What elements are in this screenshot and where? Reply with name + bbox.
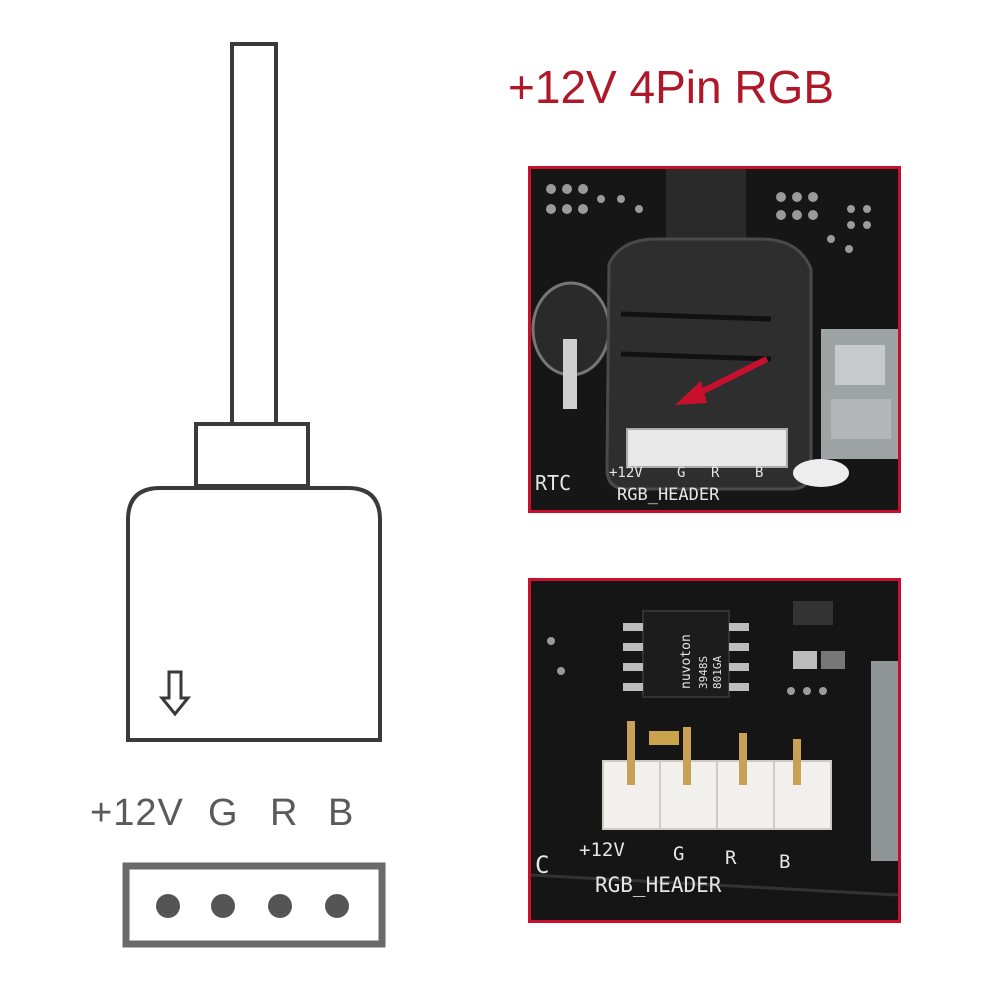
pin-label-b: B <box>328 792 355 834</box>
silk-pin-b: B <box>755 465 764 481</box>
connector-diagram <box>122 42 386 948</box>
pointer-arrow-icon <box>675 356 769 405</box>
pin-label-g: G <box>208 792 239 834</box>
silk-pin-r: R <box>725 847 737 869</box>
silk-pin-g: G <box>677 465 686 481</box>
cable-line <box>230 42 278 426</box>
silk-pin-12v: +12V <box>609 465 643 481</box>
silk-pin-g: G <box>673 843 685 865</box>
chip-text-3: 801GA <box>711 655 724 689</box>
pin-label-12v: +12V <box>90 792 184 834</box>
pin-label-r: R <box>270 792 299 834</box>
pin-hole <box>211 894 235 918</box>
chip-text-1: nuvoton <box>679 634 694 689</box>
pcb-scene <box>531 581 898 920</box>
strain-relief <box>194 422 310 488</box>
silk-rgb-header: RGB_HEADER <box>595 873 722 897</box>
silk-rgb-header: RGB_HEADER <box>617 485 720 505</box>
down-arrow-icon <box>158 670 192 717</box>
chip-text-2: 3948S <box>697 655 710 689</box>
silk-rtc: RTC <box>535 471 572 495</box>
silk-pin-b: B <box>779 851 791 873</box>
silk-pin-r: R <box>711 465 720 481</box>
silk-c: C <box>535 851 550 879</box>
pcb-scene <box>531 169 898 510</box>
photo-plugged-connector: RTC +12V G R B RGB_HEADER <box>528 166 901 513</box>
pin-hole <box>325 894 349 918</box>
pin-hole <box>156 894 180 918</box>
silk-pin-12v: +12V <box>579 839 625 861</box>
page-title: +12V 4Pin RGB <box>508 61 835 113</box>
pin-hole <box>268 894 292 918</box>
connector-body <box>126 486 382 742</box>
photo-rgb-header: nuvoton 3948S 801GA C +12V G R B RGB_HEA… <box>528 578 901 923</box>
